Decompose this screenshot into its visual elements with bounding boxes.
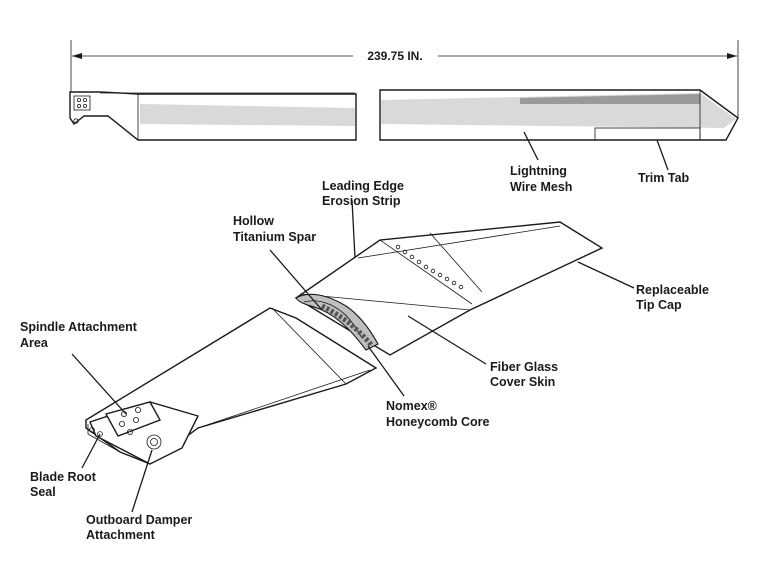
leader-nomex: [367, 345, 405, 397]
label-spindle-line1: Spindle Attachment: [20, 320, 138, 334]
overall-length-dimension: 239.75 IN.: [70, 40, 739, 118]
inboard-edge-line: [197, 369, 371, 429]
rivet: [395, 244, 401, 250]
label-hollow-spar-line2: Titanium Spar: [233, 230, 316, 244]
label-leading-edge-line2: Erosion Strip: [322, 194, 401, 208]
spindle-bolt-hole: [119, 420, 126, 427]
blade-root-seal-edge: [87, 424, 121, 453]
label-root-seal-line2: Seal: [30, 485, 56, 499]
rivet: [416, 259, 422, 265]
damper-attachment-boss: [146, 434, 162, 450]
leader-root-seal: [81, 433, 101, 469]
blade-side-view-tip-section: [379, 89, 739, 141]
label-lightning-line1: Lightning: [510, 164, 567, 178]
root-bolt-hole: [83, 98, 88, 103]
label-damper-line1: Outboard Damper: [86, 513, 192, 527]
root-seal-fastener: [89, 427, 95, 433]
blade-cutaway-inboard-panel: [85, 307, 378, 465]
label-tip-cap-line1: Replaceable: [636, 283, 709, 297]
label-lightning-line2: Wire Mesh: [510, 180, 572, 194]
spindle-bolt-hole: [134, 406, 141, 413]
rivet: [444, 276, 450, 282]
leader-trim-tab: [656, 139, 669, 171]
leader-hollow-spar: [269, 249, 323, 311]
root-bolt-hole: [83, 104, 88, 109]
trailing-panel-line: [299, 293, 471, 311]
leader-spindle: [71, 353, 127, 415]
rivet: [423, 264, 429, 270]
erosion-strip-edge: [357, 225, 561, 259]
label-tip-cap-line2: Tip Cap: [636, 298, 682, 312]
root-attachment-plate: [73, 95, 91, 111]
label-trim-tab: Trim Tab: [638, 171, 690, 185]
leader-damper: [131, 449, 153, 513]
leader-fiber-glass: [407, 315, 487, 365]
tip-cap-seam: [429, 232, 483, 293]
label-hollow-spar-line1: Hollow: [233, 214, 274, 228]
blade-root-shading: [140, 104, 355, 126]
root-bolt-hole: [77, 98, 82, 103]
root-bolt-hole: [77, 104, 82, 109]
label-fiber-glass-line1: Fiber Glass: [490, 360, 558, 374]
hollow-titanium-spar-section: [295, 293, 379, 351]
rivet: [409, 254, 415, 260]
leader-lightning: [523, 131, 539, 161]
rivet: [402, 249, 408, 255]
spindle-attachment-plate: [104, 401, 162, 437]
lightning-mesh-band: [520, 94, 700, 104]
dimension-arrow-right: [727, 53, 737, 59]
rivet: [437, 272, 443, 278]
blade-side-view-root-section: [69, 91, 357, 141]
spindle-bolt-hole: [132, 416, 139, 423]
root-lug-hole: [73, 118, 79, 124]
trim-tab-outline: [594, 127, 701, 141]
rivet: [430, 268, 436, 274]
dimension-length-text: 239.75 IN.: [367, 49, 422, 63]
spar-rib-line: [379, 239, 473, 305]
dimension-arrow-left: [72, 53, 82, 59]
label-nomex-line2: Honeycomb Core: [386, 415, 490, 429]
label-leading-edge-line1: Leading Edge: [322, 179, 404, 193]
outboard-panel-body: [294, 221, 604, 356]
label-nomex-line1: Nomex®: [386, 399, 438, 413]
blade-cutaway-outboard-panel: [294, 221, 604, 356]
label-root-seal-line1: Blade Root: [30, 470, 97, 484]
leader-tip-cap: [577, 261, 635, 289]
spindle-bolt-hole: [127, 428, 134, 435]
nomex-honeycomb-core: [320, 303, 374, 348]
label-spindle-line2: Area: [20, 336, 49, 350]
rivet: [451, 280, 457, 286]
rivet: [458, 284, 464, 290]
root-seal-fastener: [97, 431, 103, 437]
leader-leading-edge: [351, 199, 356, 259]
damper-attachment-hole: [150, 438, 158, 446]
inboard-trailing-line: [271, 307, 347, 385]
label-fiber-glass-line2: Cover Skin: [490, 375, 555, 389]
label-damper-line2: Attachment: [86, 528, 156, 542]
